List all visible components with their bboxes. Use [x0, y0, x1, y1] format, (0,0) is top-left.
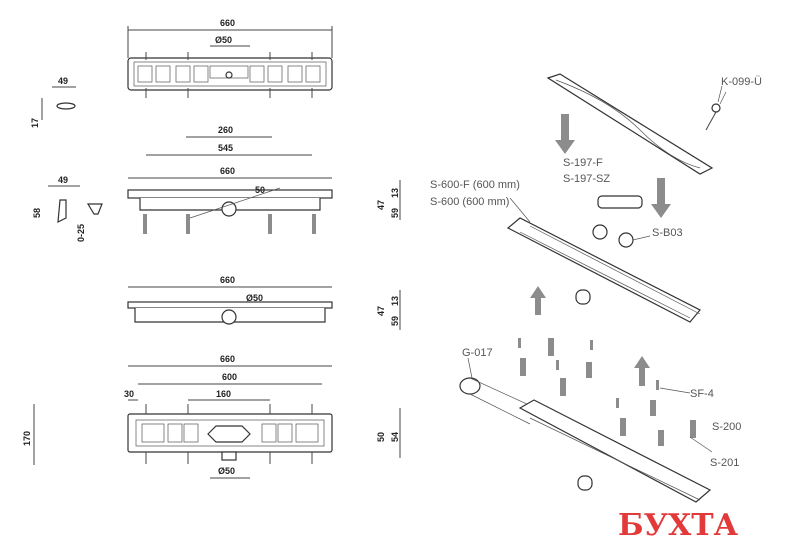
- dim-side-13: 13: [390, 188, 400, 198]
- dim-bottom-30: 30: [124, 389, 134, 399]
- dim-bottom-outlet: Ø50: [218, 466, 235, 476]
- dim-clip-17: 17: [30, 118, 40, 128]
- dim-side-47: 47: [376, 200, 386, 210]
- clip-detail: 49 17: [30, 76, 76, 128]
- dim-side2-47: 47: [376, 306, 386, 316]
- dim-bottom-50: 50: [376, 432, 386, 442]
- exploded-assembly: [459, 73, 727, 503]
- dim-bottom-660: 660: [220, 354, 235, 364]
- dim-bottom-170: 170: [22, 431, 32, 446]
- dim-side2-660: 660: [220, 275, 235, 285]
- dim-545: 545: [218, 143, 233, 153]
- label-sf4: SF-4: [690, 388, 714, 400]
- dim-side2-13: 13: [390, 296, 400, 306]
- label-s200: S-200: [712, 421, 741, 433]
- dim-side-50: 50: [255, 185, 265, 195]
- label-s201: S-201: [710, 457, 739, 469]
- dim-top-660: 660: [220, 18, 235, 28]
- dim-foot-49: 49: [58, 175, 68, 185]
- label-sb03: S-B03: [652, 227, 683, 239]
- bottom-view: 660 600 30 160 Ø50 170 50 54: [22, 354, 401, 479]
- dim-bottom-600: 600: [222, 372, 237, 382]
- label-s600f: S-600-F (600 mm): [430, 179, 520, 191]
- dim-side-59: 59: [390, 208, 400, 218]
- dim-side2-59: 59: [390, 316, 400, 326]
- logo-text: БУХТА: [618, 508, 739, 543]
- label-s197f: S-197-F: [563, 157, 603, 169]
- dim-260: 260: [218, 125, 233, 135]
- dim-bottom-160: 160: [216, 389, 231, 399]
- label-k099: K-099-Ü: [721, 76, 762, 88]
- dim-side-660: 660: [220, 166, 235, 176]
- dim-bottom-54: 54: [390, 432, 400, 442]
- side-view-1: 260 545 660 50 47 59 13: [127, 125, 401, 234]
- dim-side2-outlet: Ø50: [246, 293, 263, 303]
- label-g017: G-017: [462, 347, 493, 359]
- dim-clip-49: 49: [58, 76, 68, 86]
- top-view: 660 Ø50: [127, 18, 333, 98]
- dim-top-outlet: Ø50: [215, 35, 232, 45]
- label-s600: S-600 (600 mm): [430, 196, 509, 208]
- foot-detail: 49 58 0-25: [32, 175, 103, 242]
- dim-foot-58: 58: [32, 208, 42, 218]
- label-s197sz: S-197-SZ: [563, 173, 610, 185]
- dim-foot-range: 0-25: [76, 224, 86, 242]
- side-view-2: 660 Ø50 47 59 13: [127, 275, 401, 330]
- brand-logo: БУХТА: [618, 508, 739, 543]
